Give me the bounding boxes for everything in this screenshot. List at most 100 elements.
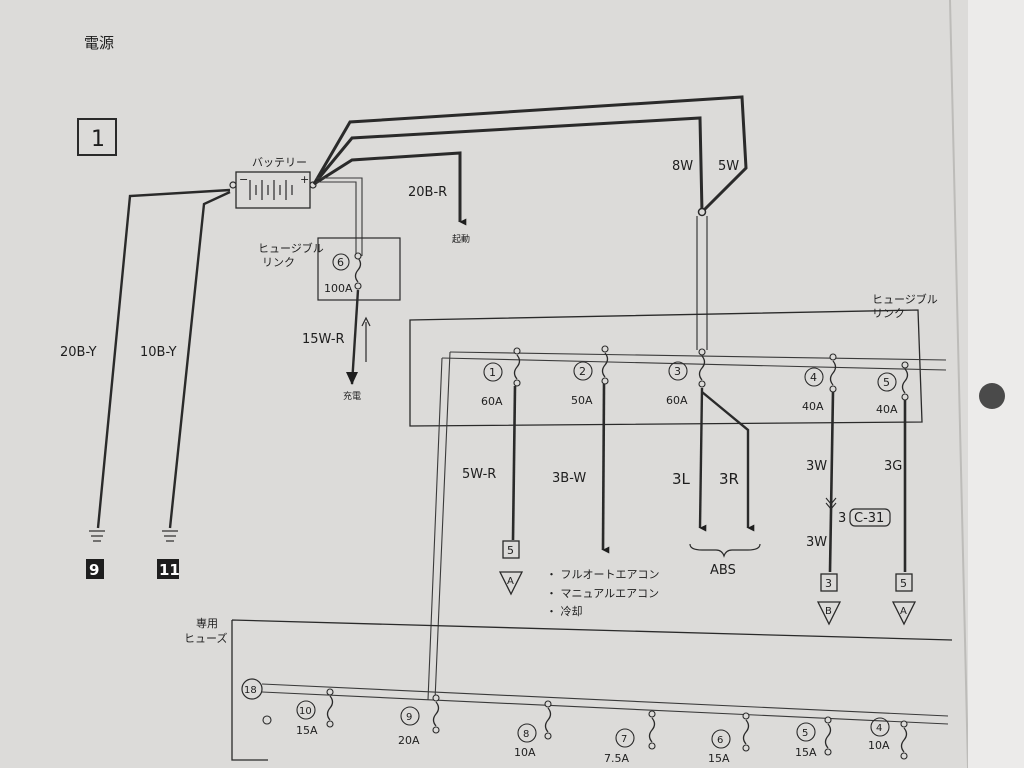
fuse-box-label-1: 専用 <box>196 617 218 630</box>
continue-triangle-1-label: A <box>507 576 514 587</box>
fuse-9-number: 9 <box>406 712 412 723</box>
continue-triangle-4-label: B <box>825 606 832 617</box>
ground-label-11: 11 <box>159 561 180 579</box>
fuse-8-rating: 10A <box>514 746 536 759</box>
main-wire-8w <box>312 116 704 213</box>
fuse-7-number: 7 <box>621 734 627 745</box>
fl-5-rating: 40A <box>876 403 898 416</box>
link-number-circle <box>332 253 350 271</box>
aircon-note-3: ・ 冷却 <box>546 605 583 618</box>
fuse-symbol-icon <box>742 719 750 745</box>
binder-hole <box>979 383 1005 409</box>
fuse-6-rating: 15A <box>708 752 730 765</box>
fuse-10-rating: 15A <box>296 724 318 737</box>
fuse-number-circle <box>517 723 537 743</box>
fuse-5-rating: 15A <box>795 746 817 759</box>
continue-triangle-1 <box>498 571 524 596</box>
continue-triangle-4 <box>816 601 842 626</box>
connector-symbol-icon <box>825 497 837 510</box>
wire-label-3b-w: 3B-W <box>552 471 586 486</box>
link-number-circle <box>877 372 897 392</box>
wire-label-3w: 3W <box>806 459 827 474</box>
fuse-4: 4 10A <box>868 717 908 760</box>
fuse-9: 9 20A <box>398 694 440 747</box>
connector-box-4-label: 3 <box>825 577 832 590</box>
fl-4-number: 4 <box>810 371 817 384</box>
connector-box-1-label: 5 <box>507 544 514 557</box>
fusible-link-5: 5 40A <box>876 361 909 416</box>
wire-3b-w <box>601 383 610 554</box>
fuse-10-number: 10 <box>299 706 312 717</box>
fuse-8: 8 10A <box>514 700 552 759</box>
section-box <box>77 118 117 156</box>
fuse-symbol-icon <box>829 360 837 386</box>
junction-node <box>697 207 707 217</box>
fuse-number-circle <box>615 728 635 748</box>
fl-box-label-1: ヒュージブル <box>872 292 938 306</box>
dest-starter: 起動 <box>452 234 470 245</box>
bus-number: 18 <box>244 685 257 696</box>
fuse-bus-bar <box>261 683 949 725</box>
ground-wire-20b-y <box>96 188 231 529</box>
ground-badge-11 <box>157 559 179 579</box>
fuse-5: 5 15A <box>795 716 832 759</box>
connector-box-1 <box>502 540 520 559</box>
wire-3r <box>701 391 755 532</box>
fuse-10: 10 15A <box>296 688 334 737</box>
fuse-6-number: 6 <box>717 735 723 746</box>
section-number: 1 <box>91 127 105 152</box>
fuse-symbol-icon <box>900 727 908 753</box>
fusible-link-box: ヒュージブル リンク <box>409 292 947 701</box>
connector-box-5 <box>895 573 913 592</box>
wire-label-8w: 8W <box>672 159 693 174</box>
fuse-symbol-icon <box>698 355 706 381</box>
wire-label-20b-y: 20B-Y <box>60 345 97 360</box>
fusible-link-3: 3 60A <box>666 348 706 407</box>
fl-1-number: 1 <box>489 366 496 379</box>
ground-label-9: 9 <box>89 561 99 579</box>
fusible-link-6: ヒュージブル リンク 6 100A <box>258 237 401 301</box>
fl-4-rating: 40A <box>802 400 824 413</box>
fl-2-number: 2 <box>579 365 586 378</box>
fuse-symbol-icon <box>432 701 440 727</box>
continue-triangle-5 <box>891 601 917 626</box>
link-rating: 100A <box>324 282 353 295</box>
charge-arrow-icon <box>346 372 358 385</box>
continue-triangle-5-label: A <box>900 606 907 617</box>
wire-label-10b-y: 10B-Y <box>140 345 177 360</box>
fuse-4-number: 4 <box>876 723 882 734</box>
c31-name: C-31 <box>854 511 884 526</box>
battery-plus: + <box>300 173 309 186</box>
charge-double-wire <box>316 177 363 256</box>
wire-label-3r: 3R <box>719 470 739 488</box>
fl-box-label-2: リンク <box>872 307 905 320</box>
fuse-symbol-icon <box>354 257 362 283</box>
dedicated-fuse-box: 専用 ヒューズ 18 <box>184 617 953 761</box>
wire-label-3l: 3L <box>672 470 691 488</box>
wire-label-5w-r: 5W-R <box>462 467 496 482</box>
aircon-note-2: ・ マニュアルエアコン <box>546 587 659 600</box>
junction-double-wire <box>696 216 708 350</box>
fuse-number-circle <box>711 729 731 749</box>
connector-box-5-label: 5 <box>900 577 907 590</box>
fuse-symbol-icon <box>824 723 832 749</box>
link-number-circle <box>804 367 824 387</box>
battery-cells-icon <box>249 180 293 200</box>
wire-label-3g: 3G <box>884 459 902 474</box>
wire-label-3w-after: 3W <box>806 535 827 550</box>
fuse-box-label-2: ヒューズ <box>184 631 227 645</box>
battery-minus: − <box>239 173 248 186</box>
fuse-symbol-icon <box>513 354 521 380</box>
charge-wire-15w-r <box>350 289 360 385</box>
bus-feed-wire <box>427 351 451 701</box>
page-title: 電源 <box>84 34 114 52</box>
fl-3-rating: 60A <box>666 394 688 407</box>
abs-label: ABS <box>710 563 736 578</box>
wire-label-15w-r: 15W-R <box>302 332 345 347</box>
fuse-number-circle <box>796 722 816 742</box>
fuse-number-circle <box>400 706 420 726</box>
fuse-8-number: 8 <box>523 729 529 740</box>
ground-wire-10b-y <box>168 190 231 529</box>
fusible-link-2: 2 50A <box>571 345 609 407</box>
